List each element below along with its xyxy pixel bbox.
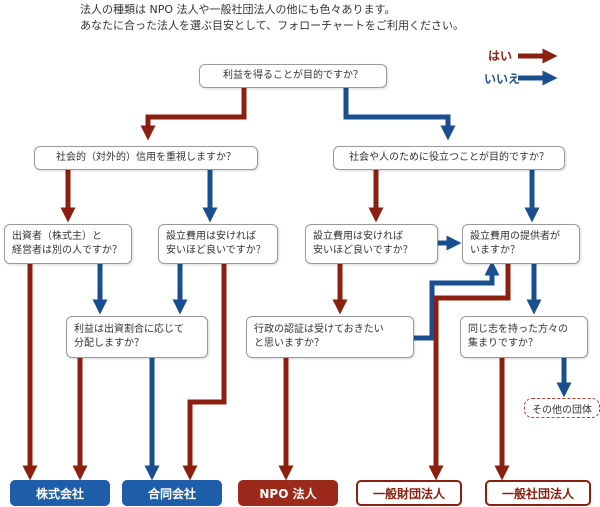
result-npo-corporation: NPO 法人 (238, 480, 338, 506)
question-investor-manager-separate: 出資者（株式主）と 経営者は別の人ですか？ (4, 224, 132, 264)
arrow-q7-yes (428, 264, 511, 481)
arrow-q1-yes (140, 88, 247, 141)
arrow-q1-no (343, 88, 456, 141)
result-general-incorporated-foundation: 一般財団法人 (356, 480, 462, 506)
question-like-minded-group: 同じ志を持った方々の 集まりですか？ (460, 316, 588, 358)
question-cheap-setup-left: 設立費用は安ければ 安いほど良いですか？ (158, 224, 278, 264)
result-kabushiki-kaisha: 株式会社 (10, 480, 110, 506)
question-social-credibility: 社会的（対外的）信用を重視しますか？ (34, 146, 258, 170)
legend-no-label: いいえ (484, 72, 521, 86)
question-profit-purpose: 利益を得ることが目的ですか？ (199, 64, 387, 88)
question-administrative-certification: 行政の認証は受けておきたい と思いますか？ (246, 316, 414, 358)
question-social-contribution: 社会や人のために役立つことが目的ですか？ (333, 146, 565, 170)
result-other-organization: その他の団体 (524, 398, 600, 418)
intro-line-2: あなたに合った法人を選ぶ目安として、フォローチャートをご利用ください。 (80, 19, 465, 32)
arrow-q9-no (414, 260, 500, 341)
arrow-q5-yes (182, 264, 227, 481)
intro-line-1: 法人の種類は NPO 法人や一般社団法人の他にも色々あります。 (80, 3, 396, 16)
question-profit-distribution: 利益は出資割合に応じて 分配しますか？ (66, 316, 208, 358)
result-general-incorporated-association: 一般社団法人 (485, 480, 591, 506)
result-godo-kaisha: 合同会社 (122, 480, 222, 506)
question-funding-provider: 設立費用の提供者が いますか？ (462, 224, 580, 264)
question-cheap-setup-right: 設立費用は安ければ 安いほど良いですか？ (305, 224, 438, 264)
legend-yes-label: はい (488, 49, 513, 63)
